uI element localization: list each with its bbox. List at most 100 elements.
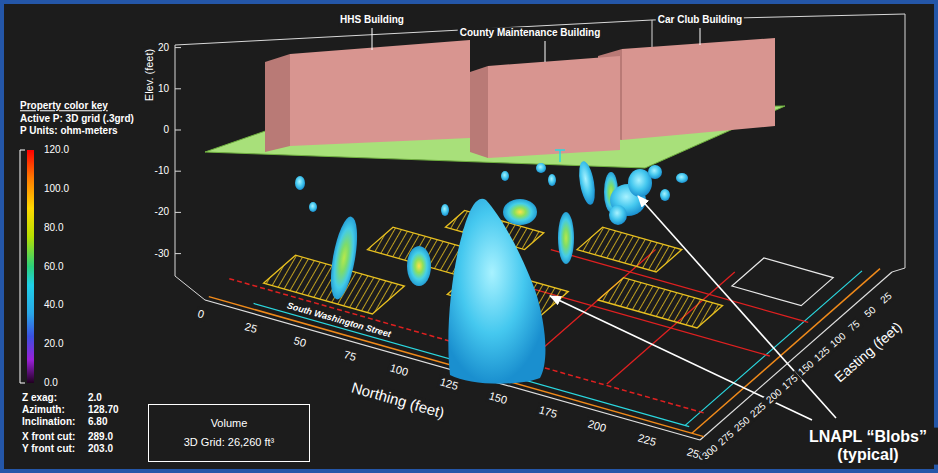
axis-tick: -30 [153,248,171,260]
axis-tick: 25 [241,319,260,336]
key-value: 20.0 [42,338,65,350]
view-param-name: Inclination: [20,416,77,428]
building-side [470,66,488,158]
axis-tick: 50 [861,303,880,322]
view-param-name: X front cut: [20,431,77,443]
lnapl-blob [648,165,662,179]
axis-tick-mark [175,88,181,89]
building-front [290,40,470,146]
street-name: South Washington Street [284,300,394,340]
axis-tick-mark [175,171,181,172]
view-param-value: 6.80 [86,416,109,428]
axis-tick: 100 [387,360,412,378]
key-info: P Units: ohm-meters [18,125,120,137]
leader-line [372,28,373,50]
key-bracket [20,150,25,151]
axis-tick: 75 [340,347,359,364]
lnapl-blob [448,199,545,384]
site-boundary [692,269,880,434]
axis-tick: 0 [194,306,207,321]
key-value: 120.0 [42,144,71,156]
building-footprint [732,258,833,306]
axis-tick: 200 [585,416,610,434]
building-label: County Maintenance Building [458,27,603,39]
lnapl-blob [503,199,537,225]
callout-label: LNAPL “Blobs” (typical) [798,428,938,465]
lnapl-blob [548,174,556,186]
view-param-value: 2.0 [86,392,104,404]
axis-tick: 50 [290,333,309,350]
lnapl-blob [441,204,449,216]
box-edge [892,268,905,272]
axis-tick-mark [175,253,181,254]
lnapl-blob [295,176,305,190]
key-heading: Property color key [18,100,110,112]
lnapl-blobs [295,160,688,384]
lnapl-blob [501,171,509,181]
key-bracket [20,150,21,383]
axis-tick: -20 [153,207,171,219]
axis-tick: 225 [634,430,659,448]
view-param-name: Z exag: [20,392,59,404]
key-value: 100.0 [42,183,71,195]
lnapl-blob [576,160,597,206]
well-marker [559,150,561,162]
axis-tick-mark [175,130,181,131]
axis-tick: 75 [845,317,864,336]
lnapl-blob [536,163,546,173]
building-side [265,54,290,152]
box-value: 3D Grid: 26,260 ft³ [184,436,275,449]
view-param-value: 128.70 [86,404,121,416]
lnapl-blob [609,205,627,225]
volume-box: Volume 3D Grid: 26,260 ft³ [148,404,310,462]
axis-tick: 125 [436,374,461,392]
building-footprint [577,227,682,272]
key-value: 60.0 [42,261,65,273]
building-label: HHS Building [338,14,406,26]
key-value: 0.0 [42,377,60,389]
well-marker [555,149,565,151]
lnapl-blob [309,202,317,212]
view-param-name: Y front cut: [20,443,77,455]
box-edge [905,14,906,268]
axis-tick: 25 [877,289,896,308]
axis-tick: 150 [486,388,511,406]
view-param-value: 289.0 [86,431,115,443]
axis-tick: -10 [153,165,171,177]
key-info: Active P: 3D grid (.3grd) [18,113,136,125]
lnapl-blob [407,246,431,286]
building-label: Car Club Building [656,14,744,26]
key-bracket [20,383,25,384]
view-param-value: 203.0 [86,443,115,455]
view-param-name: Azimuth: [20,404,67,416]
lnapl-blob [326,215,362,302]
bounding-box [175,14,905,300]
axis-tick: 20 [156,42,171,54]
axis-tick: 0 [161,124,171,136]
axis-title: Elev. (feet) [143,47,156,103]
view-ground [4,4,934,469]
color-scale-bar [27,150,34,383]
building-front [488,56,620,158]
axis-tick-mark [175,47,181,48]
box-edge [175,20,652,45]
callout-arrow [550,296,812,420]
building-footprint [598,278,723,328]
axis-tick: 175 [535,402,560,420]
box-edge [175,45,176,276]
lnapl-blob [558,212,574,264]
lnapl-blob [676,173,688,183]
axis-tick-mark [175,212,181,213]
box-edge [175,276,205,300]
axis-title: Northing (feet) [348,378,449,422]
key-value: 80.0 [42,222,65,234]
leader-line [545,41,546,62]
leader-line [700,28,701,45]
axis-tick: 10 [156,83,171,95]
box-heading: Volume [211,417,248,430]
key-value: 40.0 [42,300,65,312]
